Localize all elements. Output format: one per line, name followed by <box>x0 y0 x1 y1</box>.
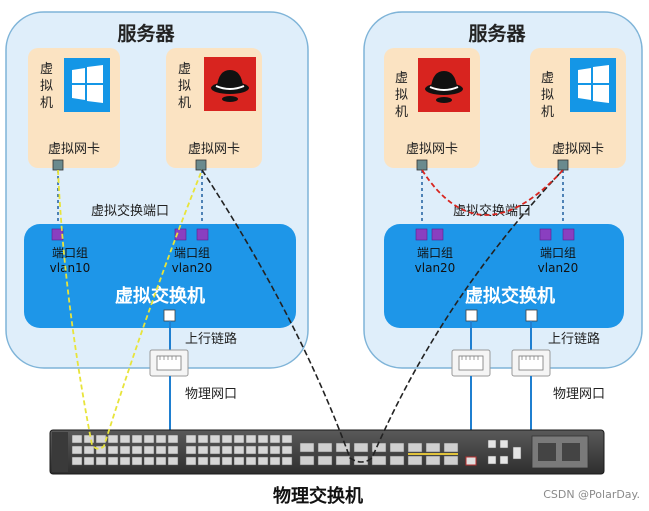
switch-port-bank-3 <box>299 442 459 466</box>
svg-text:虚: 虚 <box>541 71 554 86</box>
port-group-vlan20-port <box>196 228 209 241</box>
svg-text:拟: 拟 <box>541 88 554 103</box>
server-2: 服务器 虚 拟 机 虚拟网卡 虚 拟 机 <box>363 11 643 430</box>
svg-text:虚: 虚 <box>178 62 191 77</box>
svg-text:虚: 虚 <box>395 71 408 86</box>
vnic-port <box>416 159 428 171</box>
port-group-vlan: vlan20 <box>172 261 213 275</box>
svg-text:机: 机 <box>395 105 408 120</box>
physical-switch <box>49 429 605 475</box>
vnic-label: 虚拟网卡 <box>48 142 100 157</box>
vm-label: 机 <box>40 96 53 111</box>
port-group-vlan20-port <box>174 228 187 241</box>
svg-text:机: 机 <box>178 96 191 111</box>
local-vlan20-path <box>421 169 564 216</box>
switch-port-bank-2 <box>185 434 293 466</box>
vswitch-uplink-port <box>163 309 176 322</box>
server-2-vswitch <box>384 224 624 328</box>
port-group-label: 端口组 <box>417 246 453 260</box>
vswitch-label: 虚拟交换机 <box>115 285 205 307</box>
vswitch-port-label: 虚拟交换端口 <box>91 203 169 219</box>
physical-nic-icon <box>511 349 551 377</box>
server-2-vm-1: 虚 拟 机 虚拟网卡 <box>384 48 480 171</box>
phys-port-label: 物理网口 <box>553 387 605 402</box>
watermark: CSDN @PolarDay. <box>543 488 640 501</box>
uplink-label: 上行链路 <box>548 331 600 347</box>
windows-logo-icon <box>570 58 616 112</box>
svg-text:拟: 拟 <box>395 88 408 103</box>
switch-port-bank-1 <box>71 434 179 466</box>
redhat-logo-icon <box>204 57 256 111</box>
vnic-label: 虚拟网卡 <box>406 142 458 157</box>
vlan10-path <box>57 169 203 450</box>
port-group-vlan: vlan20 <box>415 261 456 275</box>
port-group-vlan: vlan10 <box>50 261 91 275</box>
server-1: 服务器 虚 拟 机 虚拟网卡 虚 拟 机 <box>5 11 309 430</box>
server-1-vswitch <box>24 224 296 328</box>
vnic-label: 虚拟网卡 <box>552 142 604 157</box>
windows-logo-icon <box>64 58 110 112</box>
physical-switch-label: 物理交换机 <box>273 485 363 507</box>
phys-port-label: 物理网口 <box>185 387 237 402</box>
vswitch-port-label: 虚拟交换端口 <box>453 203 531 219</box>
physical-nic-icon <box>451 349 491 377</box>
vm-label: 拟 <box>40 79 53 94</box>
server-1-vm-2: 虚 拟 机 虚拟网卡 <box>166 48 262 171</box>
svg-text:拟: 拟 <box>178 79 191 94</box>
port-group-label: 端口组 <box>174 246 210 260</box>
vswitch-label: 虚拟交换机 <box>465 285 555 307</box>
server-1-title: 服务器 <box>117 22 175 45</box>
server-1-vm-1: 虚 拟 机 虚拟网卡 <box>28 48 120 171</box>
port-group-label: 端口组 <box>52 246 88 260</box>
vm-label: 虚 <box>40 62 53 77</box>
svg-text:机: 机 <box>541 105 554 120</box>
vnic-port <box>557 159 569 171</box>
uplink-label: 上行链路 <box>185 331 237 347</box>
physical-nic-icon <box>149 349 189 377</box>
server-2-vm-2: 虚 拟 机 虚拟网卡 <box>530 48 626 171</box>
vnic-port <box>195 159 207 171</box>
server-2-title: 服务器 <box>468 22 526 45</box>
vnic-port <box>52 159 64 171</box>
port-group-vlan: vlan20 <box>538 261 579 275</box>
vlan20-path <box>201 169 564 463</box>
port-group-label: 端口组 <box>540 246 576 260</box>
vnic-label: 虚拟网卡 <box>188 142 240 157</box>
redhat-logo-icon <box>418 58 470 112</box>
switch-sfp-module <box>531 435 589 469</box>
